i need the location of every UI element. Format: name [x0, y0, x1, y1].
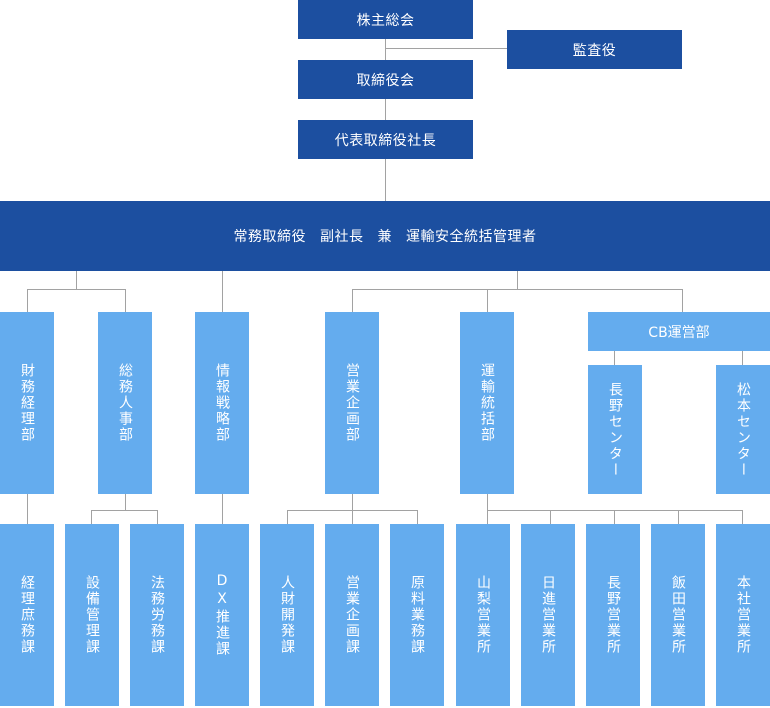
office-iida: 飯田営業所 [651, 524, 705, 706]
center-nagano: 長野センター [588, 365, 642, 494]
dept-transport: 運輸統括部 [460, 312, 514, 494]
board-label: 取締役会 [356, 72, 415, 89]
connector [614, 351, 615, 365]
connector [287, 510, 418, 511]
office-honsha: 本社営業所 [716, 524, 770, 706]
president-box: 代表取締役社長 [298, 120, 473, 159]
section-jinzai: 人財開発課 [260, 524, 314, 706]
connector [125, 289, 126, 312]
shareholders-label: 株主総会 [356, 12, 415, 29]
connector [287, 510, 288, 524]
dept-transport-label: 運輸統括部 [479, 363, 495, 443]
connector [385, 48, 507, 49]
connector [742, 351, 743, 365]
auditor-label: 監査役 [572, 42, 617, 59]
dept-finance-label: 財務経理部 [19, 363, 35, 443]
connector [352, 289, 683, 290]
shareholders-box: 株主総会 [298, 0, 473, 39]
section-eigyo-kikaku: 営業企画課 [325, 524, 379, 706]
connector [742, 510, 743, 524]
connector [678, 510, 679, 524]
dept-sales-planning: 営業企画部 [325, 312, 379, 494]
executive-banner: 常務取締役 副社長 兼 運輸安全統括管理者 [0, 201, 770, 271]
dept-sales-planning-label: 営業企画部 [344, 363, 360, 443]
connector [550, 510, 551, 524]
section-dx-label: DX推進課 [214, 573, 230, 657]
office-nisshin-label: 日進営業所 [540, 575, 556, 655]
connector [76, 271, 77, 289]
connector [125, 494, 126, 510]
connector [27, 289, 28, 312]
office-honsha-label: 本社営業所 [735, 575, 751, 655]
section-jinzai-label: 人財開発課 [279, 575, 295, 655]
connector [157, 510, 158, 524]
section-eigyo-kikaku-label: 営業企画課 [344, 575, 360, 655]
connector [222, 494, 223, 524]
section-dx: DX推進課 [195, 524, 249, 706]
executive-title: 常務取締役 [233, 229, 306, 245]
office-nagano-label: 長野営業所 [605, 575, 621, 655]
dept-info-strategy: 情報戦略部 [195, 312, 249, 494]
connector [91, 510, 92, 524]
dept-general-affairs-label: 総務人事部 [117, 363, 133, 443]
office-nisshin: 日進営業所 [521, 524, 575, 706]
dept-cb-label: CB運営部 [648, 324, 710, 341]
connector [27, 494, 28, 524]
center-matsumoto-label: 松本センター [735, 381, 751, 478]
connector [352, 289, 353, 312]
section-houmu: 法務労務課 [130, 524, 184, 706]
section-houmu-label: 法務労務課 [149, 575, 165, 655]
office-yamanashi: 山梨営業所 [456, 524, 510, 706]
connector [487, 494, 488, 524]
executive-safety-manager: 運輸安全統括管理者 [406, 229, 537, 245]
connector [517, 271, 518, 289]
section-genryo-label: 原料業務課 [409, 575, 425, 655]
auditor-box: 監査役 [507, 30, 682, 69]
board-box: 取締役会 [298, 60, 473, 99]
connector [614, 510, 615, 524]
connector [487, 289, 488, 312]
section-keiri-shomu: 経理庶務課 [0, 524, 54, 706]
section-keiri-shomu-label: 経理庶務課 [19, 575, 35, 655]
connector [27, 289, 126, 290]
dept-finance: 財務経理部 [0, 312, 54, 494]
dept-general-affairs: 総務人事部 [98, 312, 152, 494]
office-iida-label: 飯田営業所 [670, 575, 686, 655]
dept-info-strategy-label: 情報戦略部 [214, 363, 230, 443]
connector [222, 271, 223, 312]
office-nagano: 長野営業所 [586, 524, 640, 706]
center-nagano-label: 長野センター [607, 381, 623, 478]
executive-vice-president: 副社長 [320, 229, 364, 245]
connector [487, 510, 743, 511]
executive-concurrent: 兼 [377, 229, 392, 245]
connector [91, 510, 158, 511]
dept-cb: CB運営部 [588, 312, 770, 351]
connector [352, 494, 353, 524]
president-label: 代表取締役社長 [334, 132, 437, 149]
section-setsubi: 設備管理課 [65, 524, 119, 706]
section-genryo: 原料業務課 [390, 524, 444, 706]
office-yamanashi-label: 山梨営業所 [475, 575, 491, 655]
center-matsumoto: 松本センター [716, 365, 770, 494]
section-setsubi-label: 設備管理課 [84, 575, 100, 655]
connector [417, 510, 418, 524]
connector [682, 289, 683, 312]
